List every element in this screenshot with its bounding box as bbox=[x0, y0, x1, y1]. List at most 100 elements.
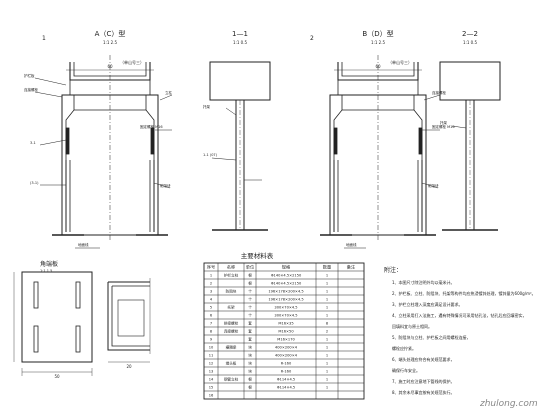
table-cell: 根 bbox=[248, 377, 252, 382]
table-cell: Φ114×4.5 bbox=[277, 378, 295, 382]
note-line: 螺栓应拧紧。 bbox=[392, 345, 416, 351]
table-cell: 16 bbox=[209, 394, 214, 398]
view-b-title: B（D）型 bbox=[362, 29, 393, 38]
notes-title: 附注： bbox=[384, 266, 402, 274]
note-line: 1、本图尺寸除注明外均以毫米计。 bbox=[392, 279, 455, 285]
table-header-cell: 序号 bbox=[207, 264, 215, 271]
note-line: 3、护栏立柱埋入深度应满足设计要求。 bbox=[392, 301, 463, 307]
table-cell: 1 bbox=[326, 354, 328, 358]
view-a-leader-7: 防阻块 bbox=[160, 183, 171, 188]
view-a-leader-1: 护栏板 bbox=[24, 73, 35, 78]
table-cell: 个 bbox=[248, 313, 252, 318]
table-header-cell: 单位 bbox=[246, 264, 254, 271]
table-cell: 1 bbox=[326, 298, 328, 302]
note-line: 8、其余未尽事宜按有关规范执行。 bbox=[392, 389, 455, 395]
table-cell: 根 bbox=[248, 273, 252, 278]
table-cell: 根 bbox=[248, 281, 252, 286]
view-a-note: （单山号三） bbox=[120, 59, 144, 65]
table-cell: 300×70×4.5 bbox=[274, 314, 297, 318]
section-1-drawing bbox=[209, 61, 271, 231]
table-cell: 11 bbox=[209, 354, 214, 358]
table-header-cell: 数量 bbox=[323, 264, 331, 271]
note-line: 4、立柱采用打入法施工，遇有特殊情况可采用钻孔法，钻孔后应回填密实， bbox=[392, 312, 527, 318]
section-2-leader-1: 托架 bbox=[440, 120, 448, 125]
view-b-drawing bbox=[320, 55, 441, 249]
table-cell: Φ114×4.5 bbox=[277, 386, 295, 390]
table-cell: 块 bbox=[248, 353, 252, 358]
table-cell: 1 bbox=[326, 370, 328, 374]
table-cell: 400×200×4 bbox=[275, 354, 298, 358]
table-cell: 防阻块 bbox=[226, 289, 237, 294]
table-cell: 300×70×4.5 bbox=[274, 306, 297, 310]
table-cell: 1 bbox=[326, 274, 328, 278]
view-a-leader-5: 3-1 bbox=[30, 141, 36, 145]
table-cell: 1 bbox=[326, 362, 328, 366]
table-cell: 196×178×200×4.5 bbox=[268, 290, 303, 294]
table-cell: M16×170 bbox=[277, 338, 295, 342]
view-a-drawing bbox=[34, 55, 173, 249]
table-border bbox=[203, 262, 365, 400]
view-a-leader-2: 连接螺栓 bbox=[24, 87, 38, 92]
view-b-leader-2: 固定螺栓 M16 bbox=[432, 124, 455, 129]
table-cell: R-160 bbox=[281, 370, 292, 374]
table-header-cell: 备注 bbox=[347, 264, 356, 271]
section-2-title: 2—2 bbox=[462, 30, 478, 38]
notes-block: 附注： 1、本图尺寸除注明外均以毫米计。2、护栏板、立柱、防阻块、托架等构件均应… bbox=[384, 266, 536, 395]
table-cell: 1 bbox=[326, 386, 328, 390]
marker-1: 1 bbox=[42, 35, 46, 42]
section-1-leader-2: 1-1 (07) bbox=[203, 153, 218, 157]
note-line: 7、施工时应注意地下管线的保护。 bbox=[392, 378, 455, 384]
table-cell: Φ140×4.5×2150 bbox=[271, 282, 302, 286]
section-2-scale: 1:1 0.5 bbox=[463, 40, 478, 45]
table-cell: 13 bbox=[209, 370, 214, 374]
table-cell: 个 bbox=[248, 297, 252, 302]
table-cell: 6 bbox=[210, 314, 213, 318]
table-cell: 套 bbox=[248, 321, 252, 326]
view-b-top-dimension: 60 bbox=[375, 64, 381, 69]
note-line: 回填料宜与原土相同。 bbox=[392, 323, 432, 329]
view-a-scale: 1:1 2.5 bbox=[103, 40, 118, 45]
view-b-leader-4: 地面线 bbox=[346, 242, 357, 247]
section-1-title: 1—1 bbox=[232, 30, 248, 38]
table-cell: 拼接螺栓 bbox=[224, 321, 239, 326]
view-b-note: （单山号三） bbox=[388, 59, 412, 65]
table-cell: R-160 bbox=[281, 362, 292, 366]
view-a-leader-6: (3-1) bbox=[30, 181, 39, 185]
table-cell: M16×35 bbox=[278, 322, 293, 326]
watermark: zhulong.com bbox=[479, 399, 538, 409]
end-plate-side: 20 bbox=[126, 364, 132, 369]
table-cell: 块 bbox=[248, 345, 252, 350]
table-cell: 套 bbox=[248, 337, 252, 342]
table-cell: 8 bbox=[210, 330, 213, 334]
table-cell: 1 bbox=[326, 314, 328, 318]
table-cell: 4 bbox=[210, 298, 213, 302]
view-a-top-dimension: 60 bbox=[107, 64, 113, 69]
table-cell: 400×200×4 bbox=[275, 346, 298, 350]
table-cell: 2 bbox=[210, 282, 212, 286]
notes-lines: 1、本图尺寸除注明外均以毫米计。2、护栏板、立柱、防阻块、托架等构件均应热浸镀锌… bbox=[392, 279, 536, 395]
note-line: 6、端头处理应符合有关规范要求， bbox=[392, 356, 455, 362]
table-cell: 连接螺栓 bbox=[224, 329, 239, 334]
table-cell: 5 bbox=[210, 306, 212, 310]
table-cell: 1 bbox=[326, 378, 328, 382]
table-cell: 护栏立柱 bbox=[224, 273, 239, 278]
table-cell: 1 bbox=[326, 346, 328, 350]
table-cell: 1 bbox=[326, 338, 328, 342]
section-1-scale: 1:1 0.5 bbox=[233, 40, 248, 45]
table-cell: 196×178×200×4.5 bbox=[268, 298, 303, 302]
view-b-leader-3: 防阻块 bbox=[428, 183, 439, 188]
end-plate-width: 50 bbox=[54, 374, 60, 379]
table-cell: 块 bbox=[248, 361, 252, 366]
table-title: 主要材料表 bbox=[241, 251, 274, 260]
table-cell: 1 bbox=[326, 282, 328, 286]
end-plate-drawing bbox=[13, 271, 151, 376]
section-2-drawing bbox=[439, 61, 501, 231]
table-cell: 15 bbox=[209, 386, 214, 390]
table-cell: 横隔梁 bbox=[226, 345, 237, 350]
view-a-leader-4: 固定螺栓 M16 bbox=[140, 124, 163, 129]
table-cell: 8 bbox=[326, 322, 329, 326]
table-cell: 1 bbox=[210, 274, 212, 278]
table-cell: 个 bbox=[248, 289, 252, 294]
